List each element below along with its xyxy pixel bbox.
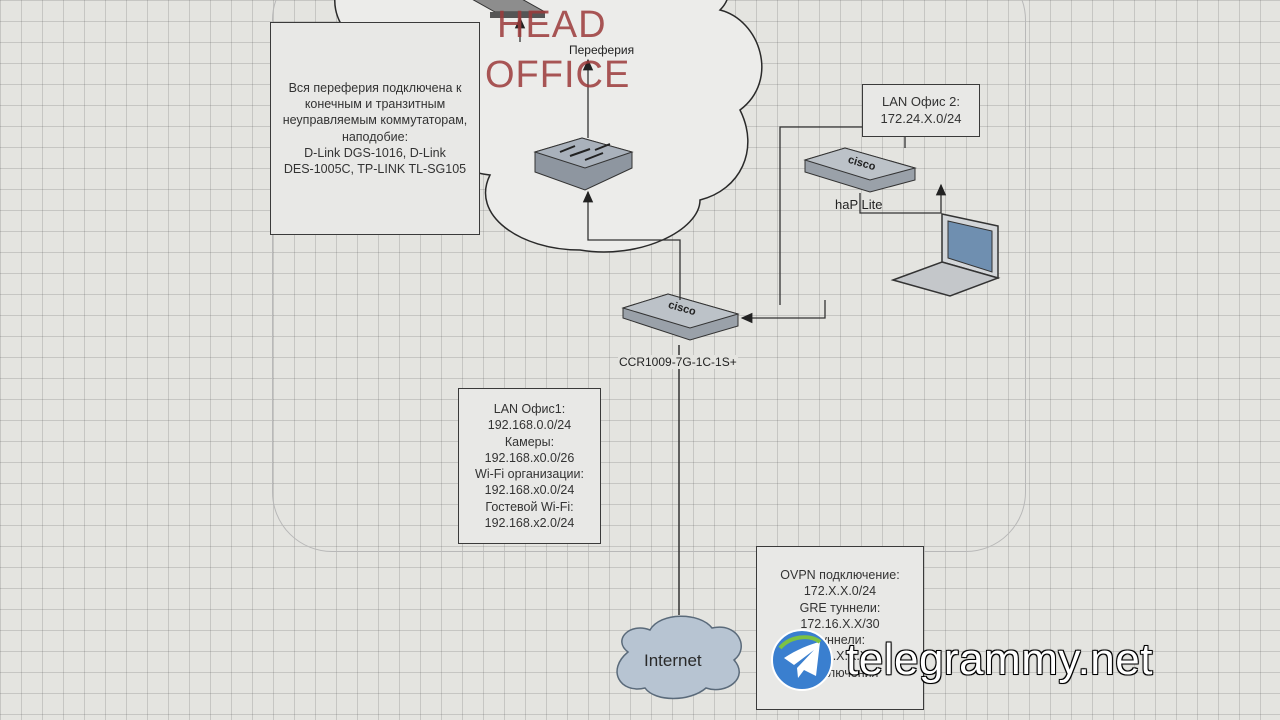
internet-cloud-shape xyxy=(616,615,742,700)
head-office-title-line1: HEAD xyxy=(497,4,607,46)
laptop-icon xyxy=(890,213,1001,297)
hap-lite-router-icon: cisco xyxy=(803,147,917,193)
hap-to-ccr-link xyxy=(740,300,826,324)
ccr-router-icon: cisco xyxy=(621,293,740,341)
ccr-to-hap-link xyxy=(779,126,906,305)
lan2-note-text: LAN Офис 2: 172.24.X.0/24 xyxy=(880,93,962,126)
ccr-label: CCR1009-7G-1C-1S+ xyxy=(618,355,738,369)
laptop-top-icon xyxy=(472,0,547,18)
watermark: telegrammy.net xyxy=(770,628,1153,692)
lan1-note-text: LAN Офис1: 192.168.0.0/24 Камеры: 192.16… xyxy=(475,402,584,530)
watermark-text: telegrammy.net xyxy=(846,635,1153,684)
peripheral-note-text: Вся переферия подключена к конечным и тр… xyxy=(282,80,468,176)
drawing-page-outline xyxy=(272,0,1026,552)
peripheral-note-box: Вся переферия подключена к конечным и тр… xyxy=(270,22,480,235)
ccr-to-switch-link xyxy=(582,190,681,300)
hap-lite-label: haP Lite xyxy=(835,197,883,212)
lan2-note-box: LAN Офис 2: 172.24.X.0/24 xyxy=(862,84,980,137)
head-office-title-line2: OFFICE xyxy=(485,54,631,96)
internet-label: Internet xyxy=(644,651,702,670)
ovpn-note-box: OVPN подключение: 172.X.X.0/24 GRE тунне… xyxy=(756,546,924,710)
peripheral-label: Переферия xyxy=(569,43,635,57)
switch-icon xyxy=(533,137,634,191)
lan1-note-box: LAN Офис1: 192.168.0.0/24 Камеры: 192.16… xyxy=(458,388,601,544)
telegram-logo-icon xyxy=(771,629,833,691)
hap-to-laptop-link xyxy=(859,183,947,214)
